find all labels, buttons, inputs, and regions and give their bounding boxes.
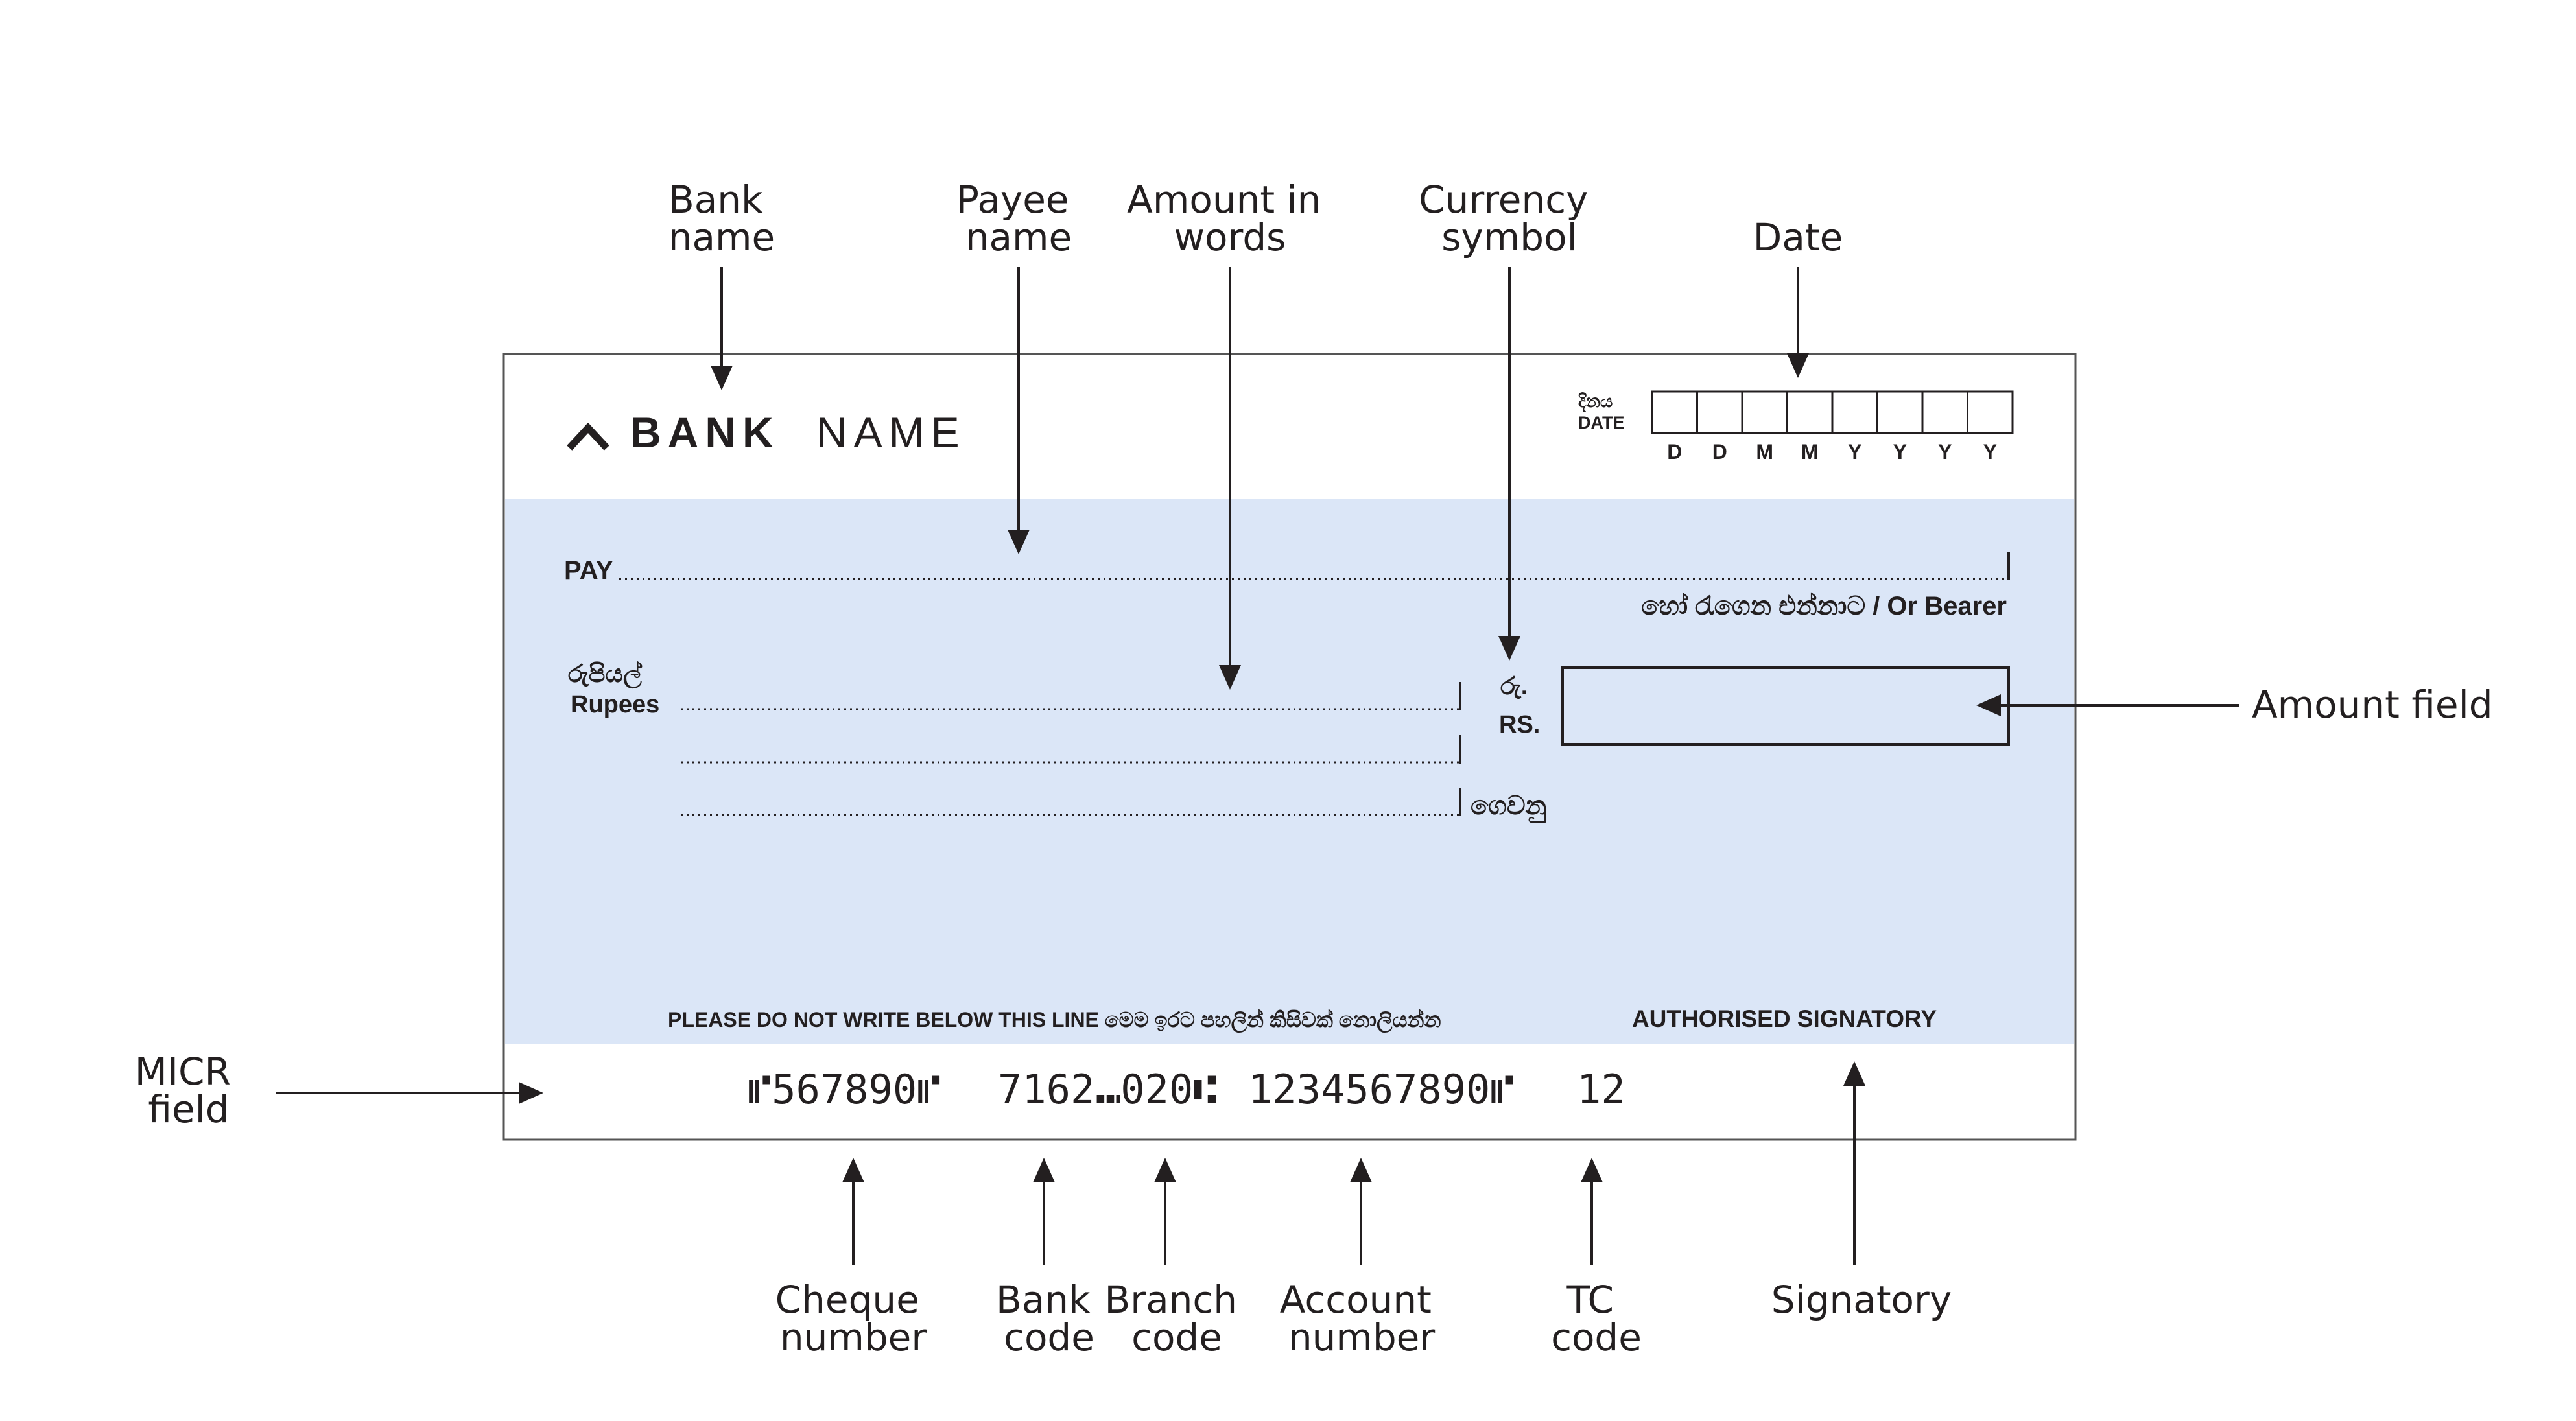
- arrow-amount-field: [1976, 694, 2239, 716]
- arrow-date: [1787, 267, 1809, 378]
- footer-notice: PLEASE DO NOT WRITE BELOW THIS LINE මෙම …: [668, 1008, 1441, 1033]
- arrow-tc-code-head: [1581, 1158, 1603, 1182]
- date-format-letter: M: [1801, 440, 1819, 464]
- label-payee-name: Payee name: [956, 178, 1081, 259]
- micr-branch-code: ⑉020⑆: [1096, 1066, 1217, 1113]
- date-format-letter: Y: [1938, 440, 1952, 464]
- label-bank-code: Bank code: [996, 1278, 1102, 1359]
- date-format-letter: M: [1756, 440, 1773, 464]
- annotations: Bank name Payee name Amount in words Cur…: [135, 178, 2493, 1359]
- arrow-bank-name-head: [711, 366, 733, 390]
- label-micr-field: MICR field: [135, 1050, 242, 1131]
- arrow-currency-symbol-head: [1498, 636, 1520, 661]
- date-box[interactable]: [1831, 390, 1878, 434]
- micr-bank-code: 7162: [998, 1066, 1094, 1113]
- arrow-bank-code: [1033, 1158, 1055, 1265]
- date-box[interactable]: [1651, 390, 1698, 434]
- arrow-account-number: [1350, 1158, 1372, 1265]
- label-signatory: Signatory: [1771, 1278, 1952, 1322]
- label-currency-symbol: Currency symbol: [1419, 178, 1600, 259]
- arrow-amount-field-head: [1976, 694, 2001, 716]
- currency-english: RS.: [1499, 711, 1540, 738]
- date-label-sinhala: දිනය: [1578, 392, 1613, 412]
- pay-label: PAY: [564, 556, 613, 585]
- cheque-body-band: [505, 499, 2074, 1044]
- micr-cheque-number: ⑈567890⑈: [748, 1066, 941, 1113]
- date-box[interactable]: [1921, 390, 1968, 434]
- arrow-branch-code-head: [1154, 1158, 1176, 1182]
- micr-tc-code: 12: [1577, 1066, 1625, 1113]
- date-box[interactable]: [1967, 390, 2014, 434]
- cheque: BANK NAME දිනය DATE D D M M Y Y Y Y PAY හෝ රැගෙ…: [502, 353, 2077, 1141]
- gewanu-text: ගෙවනු: [1471, 792, 1546, 823]
- arrow-tc-code: [1581, 1158, 1603, 1265]
- arrow-signatory-head: [1843, 1061, 1865, 1086]
- arrow-micr-field-head: [519, 1082, 543, 1104]
- label-amount-in-words: Amount in words: [1127, 178, 1333, 259]
- date-box[interactable]: [1786, 390, 1834, 434]
- label-branch-code: Branch code: [1104, 1278, 1249, 1359]
- date-format-letter: Y: [1983, 440, 1997, 464]
- arrow-cheque-number-head: [842, 1158, 864, 1182]
- arrow-signatory: [1843, 1061, 1865, 1265]
- label-date: Date: [1753, 215, 1843, 259]
- bank-name: BANK NAME: [630, 408, 966, 456]
- arrow-payee-name: [1008, 267, 1030, 554]
- rupees-english: Rupees: [571, 691, 659, 718]
- arrow-bank-name: [711, 267, 733, 390]
- arrow-micr-field: [276, 1082, 543, 1104]
- arrow-amount-in-words: [1219, 267, 1241, 690]
- arrow-date-head: [1787, 353, 1809, 378]
- annotation-arrows: [276, 267, 2239, 1265]
- currency-sinhala: රු.: [1500, 673, 1528, 700]
- chevron-up-icon: [567, 422, 609, 451]
- label-account-number: Account number: [1280, 1278, 1444, 1359]
- rupees-sinhala: රුපියල්: [568, 660, 643, 689]
- date-boxes[interactable]: [1651, 390, 2014, 434]
- micr-line: ⑈567890⑈ 7162 ⑉020⑆ 1234567890⑈ 12: [748, 1066, 1625, 1113]
- arrow-account-number-head: [1350, 1158, 1372, 1182]
- arrow-branch-code: [1154, 1158, 1176, 1265]
- micr-account-number: 1234567890⑈: [1248, 1066, 1514, 1113]
- arrow-currency-symbol: [1498, 267, 1520, 661]
- label-cheque-number: Cheque number: [775, 1278, 932, 1359]
- signatory-label: AUTHORISED SIGNATORY: [1632, 1005, 1937, 1032]
- arrow-cheque-number: [842, 1158, 864, 1265]
- label-amount-field: Amount field: [2252, 683, 2493, 727]
- date-box[interactable]: [1696, 390, 1743, 434]
- date-format-letter: D: [1712, 440, 1727, 464]
- date-format-letter: Y: [1893, 440, 1907, 464]
- bearer-text: හෝ රැගෙන එන්නාට / Or Bearer: [1641, 592, 2007, 620]
- arrow-amount-in-words-head: [1219, 665, 1241, 690]
- arrow-payee-name-head: [1008, 530, 1030, 554]
- date-box[interactable]: [1876, 390, 1924, 434]
- label-tc-code: TC code: [1551, 1278, 1642, 1359]
- arrow-bank-code-head: [1033, 1158, 1055, 1182]
- date-label-english: DATE: [1578, 413, 1625, 432]
- date-format-letter: D: [1667, 440, 1682, 464]
- label-bank-name: Bank name: [668, 178, 775, 259]
- date-format-letter: Y: [1848, 440, 1861, 464]
- bank-name-bold: BANK: [630, 408, 780, 456]
- bank-name-regular: NAME: [816, 408, 966, 456]
- date-box[interactable]: [1741, 390, 1788, 434]
